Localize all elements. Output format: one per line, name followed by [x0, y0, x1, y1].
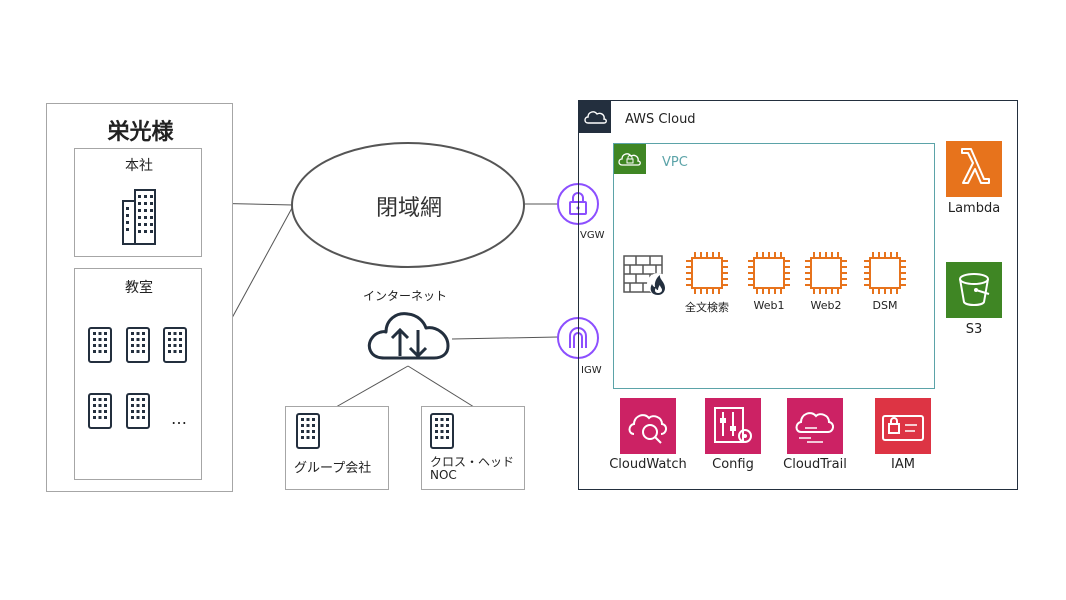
classroom-label: 教室	[125, 280, 153, 296]
vpc-header-icon	[614, 144, 646, 174]
aws-cloud-group: AWS Cloud	[578, 100, 1018, 490]
vpc-label: VPC	[662, 155, 688, 170]
classroom-building-icon	[88, 393, 112, 429]
service-label: Lambda	[947, 201, 1001, 216]
ec2-instance-icon	[686, 252, 728, 294]
cloudwatch-icon	[628, 414, 667, 444]
closed-network-ellipse	[291, 142, 525, 268]
classroom-building-icon	[163, 327, 187, 363]
instance-label: Web2	[810, 299, 842, 312]
classroom-building-icon	[126, 327, 150, 363]
group-company-box: グループ会社	[285, 406, 389, 490]
internet-label: インターネット	[362, 289, 447, 303]
building-icon	[296, 413, 320, 449]
cloudtrail-icon	[795, 412, 834, 443]
ec2-instance-icon	[864, 252, 906, 294]
internet-cloud-icon	[367, 312, 450, 360]
office-building-icon	[122, 189, 156, 245]
ec2-instance-icon	[748, 252, 790, 294]
aws-cloud-label: AWS Cloud	[625, 112, 696, 127]
vpc-group: VPC	[613, 143, 935, 389]
ec2-instance-icon	[805, 252, 847, 294]
service-label: S3	[965, 322, 983, 337]
service-label: CloudTrail	[783, 457, 847, 472]
s3-service-tile	[946, 262, 1002, 318]
hq-label: 本社	[125, 158, 153, 174]
igw-label: IGW	[581, 365, 602, 376]
service-label: Config	[712, 457, 754, 472]
cloudwatch-service-tile	[620, 398, 676, 454]
classroom-building-icon	[88, 327, 112, 363]
crosshead-label: クロス・ヘッド	[430, 455, 515, 469]
iam-service-tile	[875, 398, 931, 454]
config-service-tile	[705, 398, 761, 454]
lambda-service-tile	[946, 141, 1002, 197]
vpc-cloud-lock-icon	[618, 153, 641, 166]
service-label: CloudWatch	[609, 457, 687, 472]
instance-label: 全文検索	[685, 301, 729, 314]
config-icon	[714, 407, 752, 443]
instance-label: Web1	[753, 299, 785, 312]
more-indicator: …	[171, 409, 187, 428]
customer-title: 栄光様	[107, 120, 174, 145]
aws-cloud-header-icon	[579, 101, 611, 133]
building-icon	[430, 413, 454, 449]
closed-network-label: 閉域網	[375, 196, 442, 221]
cloudtrail-service-tile	[787, 398, 843, 454]
vgw-label: VGW	[580, 230, 605, 241]
lambda-icon	[961, 148, 990, 184]
cloud-icon	[584, 111, 607, 124]
firewall-icon	[623, 255, 669, 295]
iam-icon	[882, 415, 924, 441]
s3-bucket-icon	[959, 273, 990, 306]
hq-box: 本社	[74, 148, 202, 257]
crosshead-noc-box: クロス・ヘッド NOC	[421, 406, 525, 490]
group-company-label: グループ会社	[294, 461, 372, 476]
instance-label: DSM	[872, 299, 898, 312]
classroom-box: 教室 …	[74, 268, 202, 480]
noc-label: NOC	[430, 468, 457, 482]
classroom-building-icon	[126, 393, 150, 429]
service-label: IAM	[891, 457, 915, 472]
